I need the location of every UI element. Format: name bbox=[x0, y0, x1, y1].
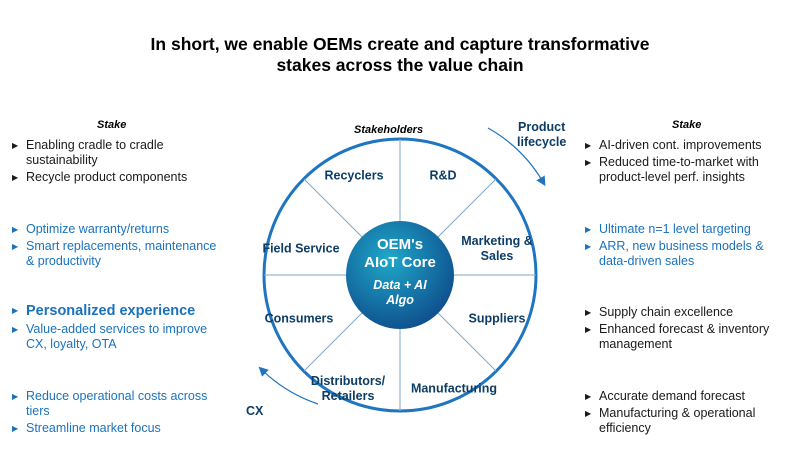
title-line-1: In short, we enable OEMs create and capt… bbox=[150, 34, 650, 54]
title-line-2: stakes across the value chain bbox=[276, 55, 524, 75]
list-item: Reduce operational costs across tiers bbox=[10, 389, 225, 419]
segment-consumers: Consumers bbox=[265, 312, 334, 327]
list-item: Accurate demand forecast bbox=[583, 389, 795, 404]
core-line-3: Data + AI bbox=[373, 278, 427, 292]
page-title: In short, we enable OEMs create and capt… bbox=[0, 34, 800, 76]
segment-label: Distributors/ bbox=[310, 374, 386, 388]
segment-rnd: R&D bbox=[429, 169, 456, 184]
right-group-3: Supply chain excellence Enhanced forecas… bbox=[583, 305, 795, 354]
list-item: Recycle product components bbox=[10, 170, 225, 185]
left-group-1: Enabling cradle to cradle sustainability… bbox=[10, 138, 225, 187]
right-group-4: Accurate demand forecast Manufacturing &… bbox=[583, 389, 795, 438]
core-line-1: OEM's bbox=[376, 236, 424, 253]
cx-label: CX bbox=[246, 404, 264, 418]
core-line-4: Algo bbox=[386, 293, 414, 307]
list-item: Ultimate n=1 level targeting bbox=[583, 222, 795, 237]
segment-field-service: Field Service bbox=[262, 242, 339, 257]
segment-recyclers: Recyclers bbox=[324, 169, 383, 184]
left-group-2: Optimize warranty/returns Smart replacem… bbox=[10, 222, 225, 271]
right-stake-header: Stake bbox=[672, 119, 702, 131]
segment-label: R&D bbox=[429, 168, 457, 183]
left-group-3: Personalized experience Value-added serv… bbox=[10, 302, 225, 354]
core-label: OEM's AIoT Core Data + AI Algo bbox=[364, 236, 436, 308]
list-item: Enabling cradle to cradle sustainability bbox=[10, 138, 225, 168]
left-group-4: Reduce operational costs across tiers St… bbox=[10, 389, 225, 438]
segment-label: Field Service bbox=[262, 241, 340, 256]
product-lifecycle-line-1: Product bbox=[518, 120, 566, 134]
wheel-spokes bbox=[264, 139, 536, 411]
list-item: Manufacturing & operational efficiency bbox=[583, 406, 795, 436]
segment-label: Retailers bbox=[321, 389, 375, 403]
segment-label: Suppliers bbox=[468, 311, 526, 326]
list-item: ARR, new business models & data-driven s… bbox=[583, 239, 795, 269]
stakeholders-label: Stakeholders bbox=[354, 124, 424, 136]
list-item: Enhanced forecast & inventory management bbox=[583, 322, 795, 352]
segment-label: Marketing & bbox=[461, 234, 533, 248]
right-group-1: AI-driven cont. improvements Reduced tim… bbox=[583, 138, 795, 187]
segment-label: Manufacturing bbox=[410, 381, 498, 396]
product-lifecycle-label: Product lifecycle bbox=[517, 120, 566, 150]
segment-manufacturing: Manufacturing bbox=[411, 382, 497, 397]
segment-label: Sales bbox=[480, 249, 514, 263]
cx-arrow bbox=[258, 366, 319, 405]
segment-distributors-retailers: Distributors/ Retailers bbox=[311, 374, 385, 404]
core-line-2: AIoT Core bbox=[364, 254, 436, 271]
list-item: Reduced time-to-market with product-leve… bbox=[583, 155, 795, 185]
core-circle bbox=[346, 221, 454, 329]
segment-marketing-sales: Marketing & Sales bbox=[461, 234, 533, 264]
list-item: AI-driven cont. improvements bbox=[583, 138, 795, 153]
product-lifecycle-arrow bbox=[487, 127, 546, 187]
list-item: Smart replacements, maintenance & produc… bbox=[10, 239, 225, 269]
segment-suppliers: Suppliers bbox=[469, 312, 526, 327]
product-lifecycle-line-2: lifecycle bbox=[517, 135, 567, 149]
right-group-2: Ultimate n=1 level targeting ARR, new bu… bbox=[583, 222, 795, 271]
list-item: Value-added services to improve CX, loya… bbox=[10, 322, 225, 352]
list-item: Streamline market focus bbox=[10, 421, 225, 436]
segment-label: Consumers bbox=[264, 311, 334, 326]
list-item-highlight: Personalized experience bbox=[10, 302, 225, 320]
list-item: Supply chain excellence bbox=[583, 305, 795, 320]
segment-label: Recyclers bbox=[324, 168, 384, 183]
left-stake-header: Stake bbox=[97, 119, 127, 131]
list-item: Optimize warranty/returns bbox=[10, 222, 225, 237]
